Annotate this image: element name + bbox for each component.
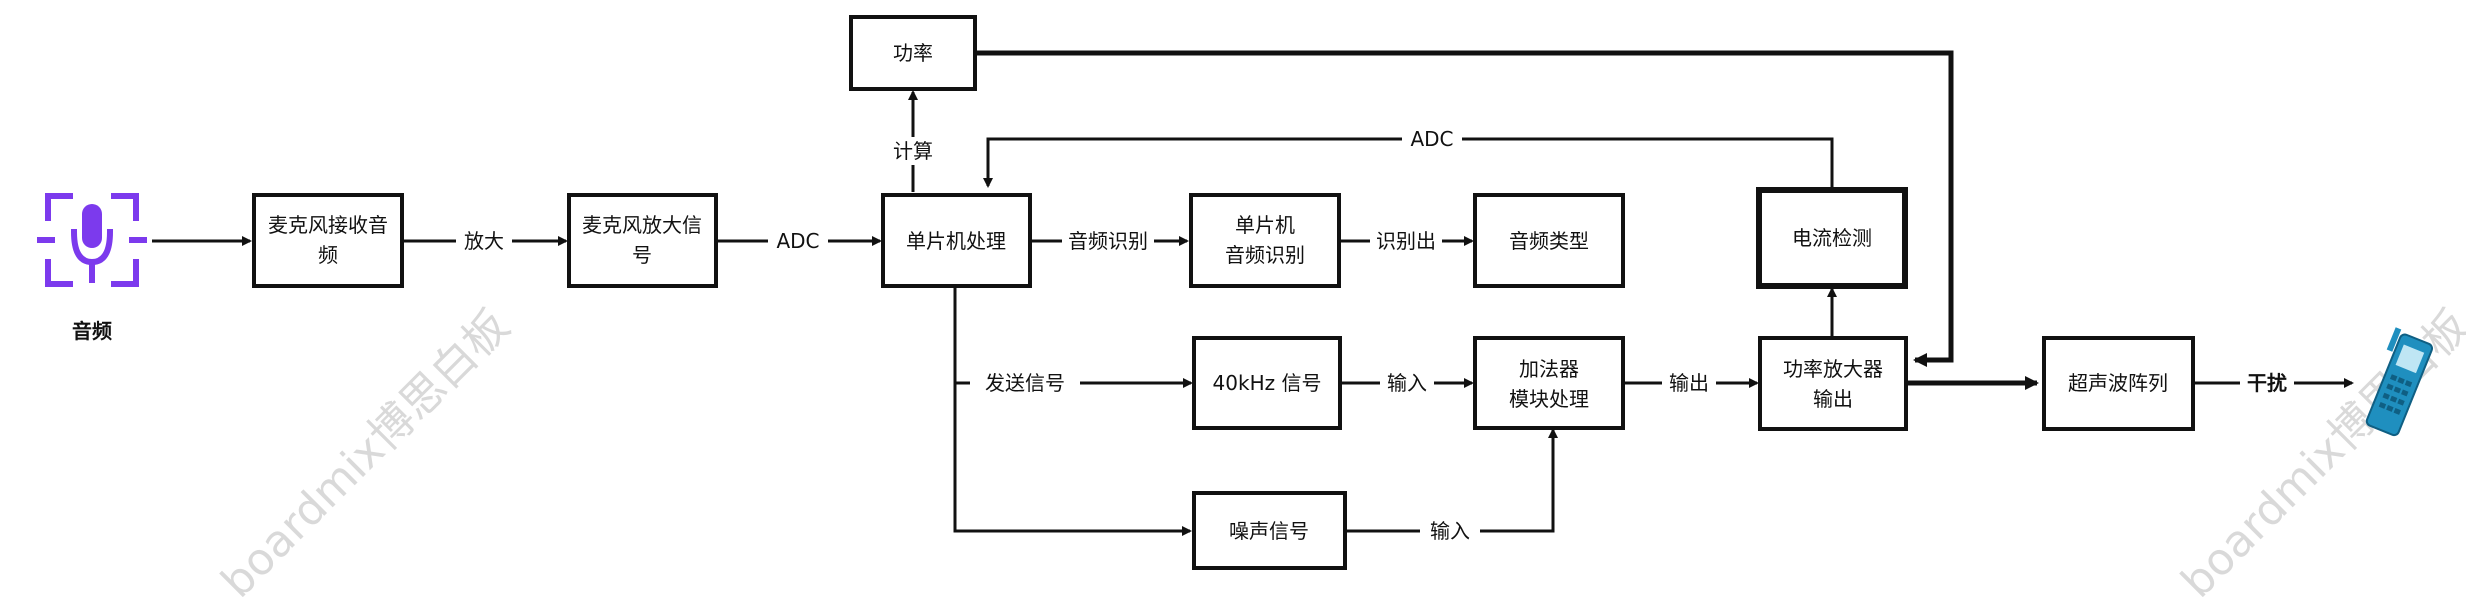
label-compute: 计算 (893, 139, 933, 163)
microphone-icon: 音频 (37, 193, 147, 343)
edge-send-signal (953, 285, 1193, 388)
svg-text:单片机: 单片机 (1235, 213, 1295, 237)
svg-text:功率放大器: 功率放大器 (1783, 357, 1883, 381)
svg-text:加法器: 加法器 (1519, 357, 1579, 381)
svg-text:功率: 功率 (893, 41, 933, 65)
svg-text:单片机处理: 单片机处理 (906, 229, 1006, 253)
label-audio-recog: 音频识别 (1068, 229, 1148, 253)
node-current-detect: 电流检测 (1756, 187, 1908, 289)
label-output: 输出 (1669, 371, 1709, 395)
svg-text:音频识别: 音频识别 (1225, 243, 1305, 267)
svg-text:模块处理: 模块处理 (1509, 387, 1589, 411)
node-40khz-signal: 40kHz 信号 (1192, 336, 1342, 430)
svg-text:麦克风接收音: 麦克风接收音 (268, 213, 388, 237)
label-amplify: 放大 (464, 229, 504, 253)
svg-text:麦克风放大信: 麦克风放大信 (582, 213, 702, 237)
node-ultrasonic-array: 超声波阵列 (2042, 336, 2195, 431)
node-power-amp-output: 功率放大器 输出 (1758, 336, 1908, 431)
label-adc: ADC (776, 229, 819, 253)
svg-text:输出: 输出 (1813, 387, 1853, 411)
node-noise-signal: 噪声信号 (1192, 491, 1347, 570)
svg-text:号: 号 (632, 243, 652, 267)
mobile-phone-icon (2365, 327, 2434, 437)
svg-text:频: 频 (318, 243, 338, 267)
connectors (152, 50, 2354, 536)
node-power: 功率 (849, 15, 977, 91)
svg-text:音频类型: 音频类型 (1509, 229, 1589, 253)
svg-text:噪声信号: 噪声信号 (1229, 519, 1309, 543)
edge-labels: 放大 ADC 计算 ADC 音频识别 识别出 发送信号 输入 输出 干扰 输入 (456, 125, 2294, 545)
label-adc-feedback: ADC (1410, 127, 1453, 151)
edge-to-noise (953, 383, 1192, 536)
svg-text:40kHz 信号: 40kHz 信号 (1213, 371, 1322, 395)
node-adder: 加法器 模块处理 (1473, 336, 1625, 430)
label-jam: 干扰 (2247, 371, 2287, 395)
node-audio-type: 音频类型 (1473, 193, 1625, 288)
label-input-2: 输入 (1430, 519, 1470, 543)
node-mcu-audio-recog: 单片机 音频识别 (1189, 193, 1341, 288)
label-recognize: 识别出 (1376, 229, 1436, 253)
edge-power-to-pa (975, 50, 1954, 367)
svg-text:电流检测: 电流检测 (1792, 226, 1872, 250)
label-input-1: 输入 (1387, 371, 1427, 395)
edge-input-2 (1345, 428, 1558, 533)
node-mic-receive: 麦克风接收音 频 (252, 193, 404, 288)
svg-text:boardmix博思白板: boardmix博思白板 (212, 300, 520, 597)
node-mcu: 单片机处理 (881, 193, 1032, 288)
audio-label: 音频 (72, 319, 112, 343)
node-mic-amplify: 麦克风放大信 号 (567, 193, 718, 288)
label-send-signal: 发送信号 (985, 371, 1065, 395)
svg-text:超声波阵列: 超声波阵列 (2068, 371, 2168, 395)
